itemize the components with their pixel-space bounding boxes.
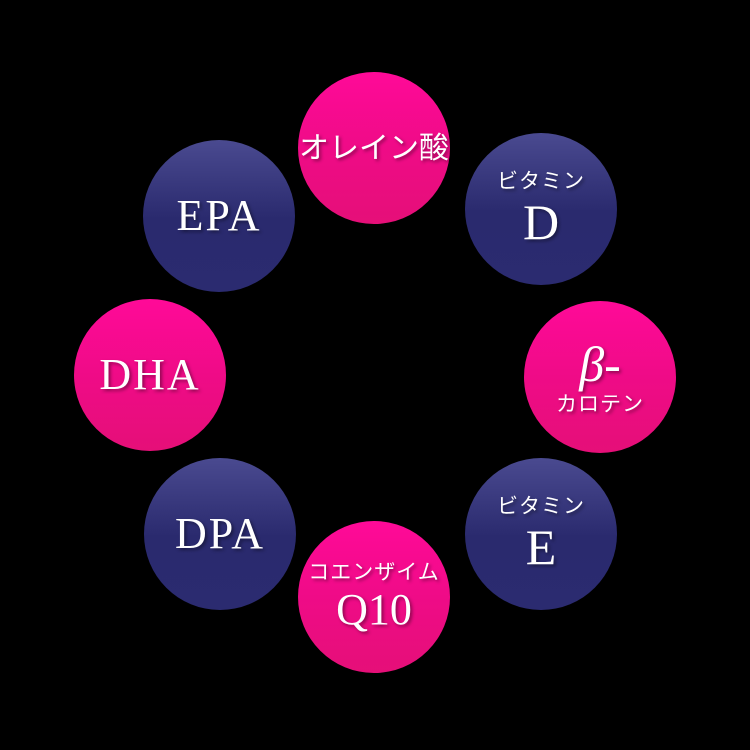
circle-label-small: ビタミン <box>497 169 585 193</box>
circle-label-large: E <box>525 519 557 575</box>
circle-label-small: コエンザイム <box>308 560 440 584</box>
circle-label: オレイン酸 <box>299 131 449 165</box>
circle-label: EPA <box>176 191 262 240</box>
circle-label: DHA <box>99 350 201 399</box>
circle-label: DPA <box>175 509 265 558</box>
circle-label-large: D <box>522 194 560 250</box>
circle-label-large: β- <box>579 336 621 392</box>
circle-beta-carotene: β- カロテン <box>524 301 676 453</box>
circle-epa: EPA <box>143 140 295 292</box>
circle-dpa: DPA <box>144 458 296 610</box>
circle-label-small: ビタミン <box>497 494 585 518</box>
circle-coenzyme-q10: コエンザイム Q10 <box>298 521 450 673</box>
circle-dha: DHA <box>74 299 226 451</box>
circle-label-small: カロテン <box>556 392 644 416</box>
circle-oleic-acid: オレイン酸 <box>298 72 450 224</box>
circle-vitamin-d: ビタミン D <box>465 133 617 285</box>
circle-label-large: Q10 <box>336 585 412 634</box>
circle-vitamin-e: ビタミン E <box>465 458 617 610</box>
